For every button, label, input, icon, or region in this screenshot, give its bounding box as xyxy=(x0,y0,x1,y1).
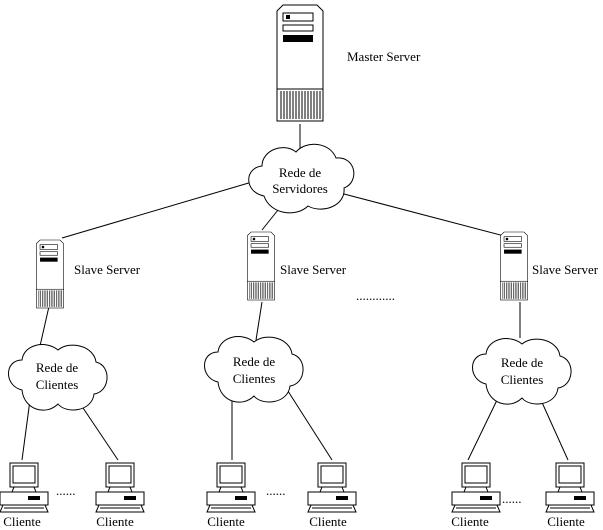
slave-server-2-label: Slave Server xyxy=(280,262,347,277)
links xyxy=(21,124,569,461)
client-network-cloud-3: Rede de Clientes xyxy=(472,338,572,405)
client-1-label: Cliente xyxy=(3,514,41,529)
client-4-label: Cliente xyxy=(309,514,347,529)
client-network-1-label-1: Rede de xyxy=(36,360,78,375)
client-2-label: Cliente xyxy=(96,514,134,529)
clients-ellipsis-1: ...... xyxy=(56,483,76,498)
slave-server-1-icon xyxy=(36,239,64,309)
client-network-2-label-1: Rede de xyxy=(233,354,275,369)
client-6-label: Cliente xyxy=(547,514,585,529)
clients-ellipsis-3: ...... xyxy=(502,491,522,506)
clients-ellipsis-2: ...... xyxy=(266,483,286,498)
server-network-cloud: Rede de Servidores xyxy=(248,143,355,214)
slave-server-3-icon xyxy=(500,231,528,301)
client-network-3-label-2: Clientes xyxy=(501,372,544,387)
slave-server-1-label: Slave Server xyxy=(74,262,141,277)
client-network-3-label-1: Rede de xyxy=(501,355,543,370)
client-1-icon xyxy=(0,462,49,513)
client-5-label: Cliente xyxy=(451,514,489,529)
client-5-icon xyxy=(451,462,501,513)
slaves-ellipsis: ............ xyxy=(356,288,395,303)
client-6-icon xyxy=(545,462,595,513)
slave-server-3-label: Slave Server xyxy=(532,262,599,277)
client-network-1-label-2: Clientes xyxy=(36,377,79,392)
client-network-cloud-2: Rede de Clientes xyxy=(204,336,304,403)
slave-server-2-icon xyxy=(247,231,275,301)
client-3-label: Cliente xyxy=(207,514,245,529)
master-server-label: Master Server xyxy=(347,49,421,64)
client-network-cloud-1: Rede de Clientes xyxy=(8,344,108,411)
client-2-icon xyxy=(95,462,145,513)
client-4-icon xyxy=(307,462,357,513)
client-3-icon xyxy=(206,462,256,513)
client-network-2-label-2: Clientes xyxy=(233,371,276,386)
master-server-icon xyxy=(276,4,324,122)
server-network-label-2: Servidores xyxy=(272,181,328,196)
server-network-label-1: Rede de xyxy=(279,165,321,180)
